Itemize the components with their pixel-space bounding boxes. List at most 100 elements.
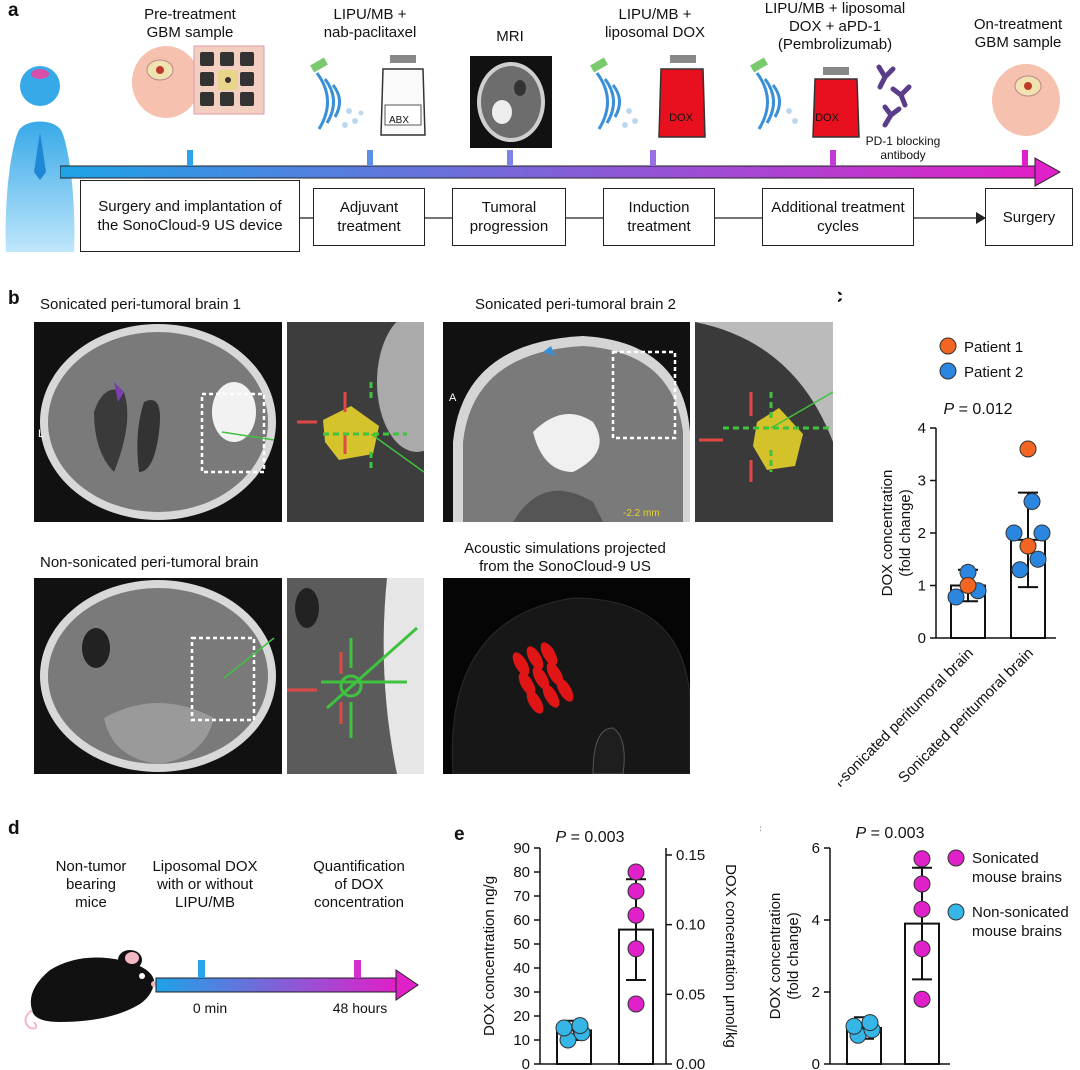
chart-e: e P = 0.003 0 10 20 30 40 50 60 70 80 90 0.00 0.05 0.1… [454, 824, 739, 1070]
datapoint-c-5 [1029, 550, 1047, 568]
datapoint-e-2 [555, 1019, 573, 1037]
mri-brain2-sagittal: A -2.2 mm [443, 322, 690, 522]
mri-brain1-zoom [287, 322, 424, 522]
step-surgery: Surgery [985, 188, 1073, 246]
mri-l-mark: L [38, 428, 45, 440]
yticklabel-c-2: 2 [918, 525, 926, 542]
step-connectors [300, 212, 986, 224]
datapoint-c-4 [1011, 561, 1029, 579]
y2ticklabel-e-2: 0.10 [676, 917, 705, 934]
datapoint-f-5 [913, 940, 931, 958]
mri-thumbnail [470, 56, 552, 148]
y2ticklabel-e-3: 0.15 [676, 847, 705, 864]
datapoint-c-6 [1005, 524, 1023, 542]
datapoint-f-4 [913, 990, 931, 1008]
label-lipu-nab: LIPU/MB +nab-paclitaxel [323, 6, 417, 41]
yticklabel-e-60: 60 [513, 912, 530, 929]
yticklabel-e-80: 80 [513, 864, 530, 881]
step-additional-cycles: Additional treatment cycles [762, 188, 914, 246]
caption-brain2: Sonicated peri-tumoral brain 2 [475, 296, 676, 313]
yticklabel-f-0: 0 [812, 1056, 820, 1070]
datapoint-e-4 [627, 995, 645, 1013]
caption-brain1: Sonicated peri-tumoral brain 1 [40, 296, 241, 313]
mri-scale: -2.2 mm [623, 508, 660, 519]
yticklabel-c-4: 4 [918, 420, 926, 437]
legend-marker-c-1 [939, 362, 957, 380]
mouse-timeline [24, 950, 419, 1030]
time-48h: 48 hours [332, 1000, 388, 1016]
datapoint-c-9 [1019, 537, 1037, 555]
step-induction: Induction treatment [603, 188, 715, 246]
vial-abx-label: ABX [388, 115, 409, 126]
pvalue-c: P = 0.012 [944, 401, 1013, 418]
panel-label-a: a [8, 0, 19, 21]
ylabel-c: DOX concentration(fold change) [879, 470, 914, 597]
datapoint-c-0 [947, 588, 965, 606]
datapoint-c-3 [959, 577, 977, 594]
y2ticklabel-e-1: 0.05 [676, 986, 705, 1003]
ylabel-f: DOX concentration(fold change) [767, 893, 802, 1020]
ylabel-e: DOX concentration ng/g [481, 876, 498, 1036]
legend-label-c-1: Patient 2 [964, 364, 1023, 381]
pre-treatment-head-icon [132, 45, 265, 118]
yticklabel-e-20: 20 [513, 1008, 530, 1025]
yticklabel-c-3: 3 [918, 473, 926, 490]
time-0min: 0 min [192, 1000, 228, 1016]
vial-dox-label-2: DOX [815, 112, 839, 124]
panel-label-d: d [8, 818, 20, 839]
y2label-e: DOX concentration µmol/kg [722, 864, 739, 1048]
yticklabel-e-0: 0 [522, 1056, 530, 1070]
panel-label-e: e [454, 824, 465, 845]
legend-marker-c-0 [939, 337, 957, 355]
datapoint-e-8 [627, 863, 645, 881]
label-lipu-dox: LIPU/MB +liposomal DOX [604, 6, 706, 41]
ultrasound-abx-icon [310, 55, 426, 136]
yticklabel-e-10: 10 [513, 1032, 530, 1049]
ultrasound-dox-antibody-icon [750, 57, 912, 138]
datapoint-e-5 [627, 940, 645, 958]
step-adjuvant: Adjuvant treatment [313, 188, 425, 246]
yticklabel-f-6: 6 [812, 840, 820, 857]
datapoint-f-2 [845, 1017, 863, 1035]
mri-nonsonicated-axial [34, 578, 282, 774]
yticklabel-e-40: 40 [513, 960, 530, 977]
panel-label-f: f [760, 824, 761, 845]
acoustic-simulation-image [443, 578, 690, 774]
yticklabel-e-50: 50 [513, 936, 530, 953]
ultrasound-dox-icon [590, 55, 706, 138]
yticklabel-f-4: 4 [812, 912, 820, 929]
yticklabel-f-2: 2 [812, 984, 820, 1001]
panel-label-b: b [8, 288, 20, 309]
yticklabel-e-70: 70 [513, 888, 530, 905]
yticklabel-e-30: 30 [513, 984, 530, 1001]
vial-dox-label: DOX [669, 112, 693, 124]
label-mri: MRI [496, 28, 524, 45]
mri-brain1-axial: L [34, 322, 282, 522]
mri-a-mark: A [449, 392, 457, 404]
pvalue-e: P = 0.003 [556, 829, 625, 846]
datapoint-f-6 [913, 900, 931, 918]
datapoint-e-3 [571, 1017, 589, 1035]
datapoint-c-10 [1019, 440, 1037, 458]
datapoint-f-8 [913, 850, 931, 868]
mri-brain2-zoom [695, 322, 833, 522]
datapoint-f-3 [861, 1014, 879, 1032]
legend-marker-f-1 [947, 903, 965, 921]
y2ticklabel-e-0: 0.00 [676, 1056, 705, 1070]
step-surgery-implantation: Surgery and implantation of the SonoClou… [80, 180, 300, 252]
datapoint-c-8 [1023, 493, 1041, 510]
datapoint-c-7 [1033, 524, 1051, 542]
datapoint-e-6 [627, 906, 645, 924]
yticklabel-e-90: 90 [513, 840, 530, 857]
pvalue-f: P = 0.003 [856, 825, 925, 842]
step-tumoral-progression: Tumoral progression [452, 188, 566, 246]
